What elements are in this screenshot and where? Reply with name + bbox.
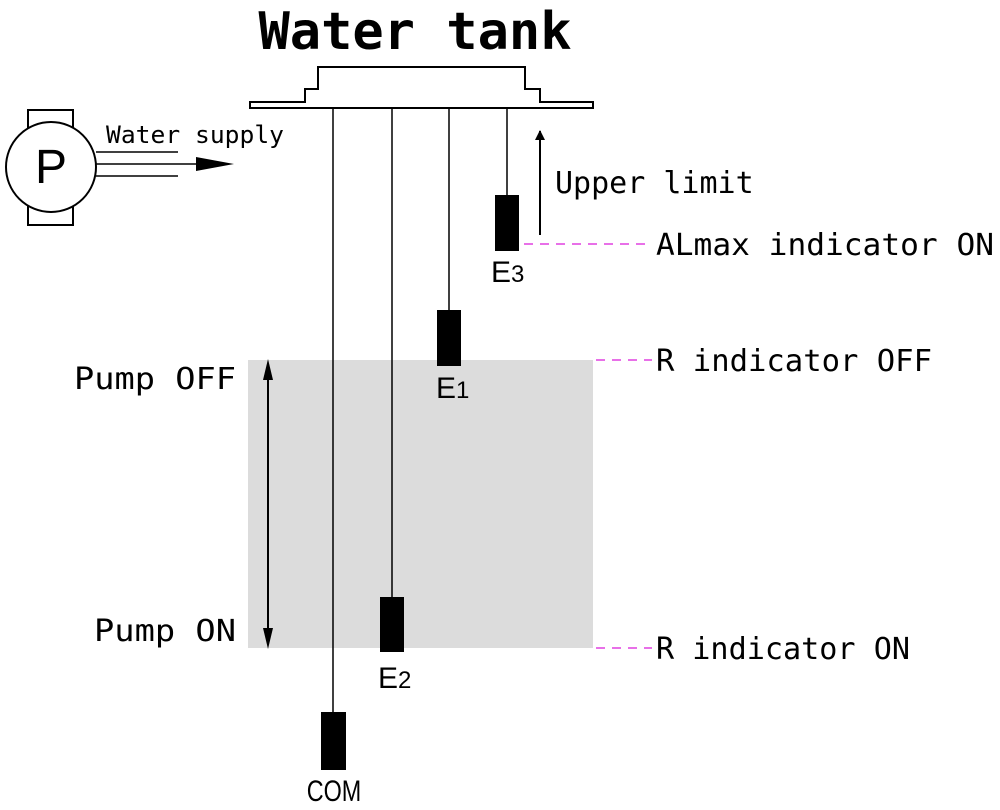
upper-limit-label: Upper limit bbox=[555, 166, 754, 201]
water-supply-pipe bbox=[96, 151, 234, 177]
e3-label: E3 bbox=[491, 256, 524, 289]
pump-icon bbox=[5, 109, 97, 226]
e3-letter: E bbox=[491, 256, 511, 289]
e1-sub: 1 bbox=[456, 377, 469, 404]
e3-electrode bbox=[495, 195, 519, 251]
e2-sub: 2 bbox=[398, 667, 411, 694]
almax-indicator-label: ALmax indicator ON bbox=[656, 228, 994, 263]
r-indicator-off-label: R indicator OFF bbox=[656, 344, 932, 379]
diagram-title: Water tank bbox=[258, 2, 571, 62]
pump-off-label: Pump OFF bbox=[74, 362, 236, 397]
tank-flange bbox=[249, 66, 594, 109]
e3-sub: 3 bbox=[511, 261, 524, 288]
e1-letter: E bbox=[436, 372, 456, 405]
pump-on-label: Pump ON bbox=[94, 614, 236, 649]
e1-electrode bbox=[437, 310, 461, 366]
pump-range-double-arrow bbox=[263, 359, 273, 649]
e2-label: E2 bbox=[378, 662, 411, 695]
pump-letter: P bbox=[35, 141, 67, 194]
com-label: COM bbox=[307, 774, 362, 807]
e2-letter: E bbox=[378, 662, 398, 695]
e1-label: E1 bbox=[436, 372, 469, 405]
com-electrode bbox=[321, 712, 346, 770]
e2-electrode bbox=[380, 597, 404, 652]
water-supply-label: Water supply bbox=[106, 121, 284, 149]
r-indicator-on-label: R indicator ON bbox=[656, 632, 910, 667]
water-level-zone bbox=[248, 360, 593, 648]
